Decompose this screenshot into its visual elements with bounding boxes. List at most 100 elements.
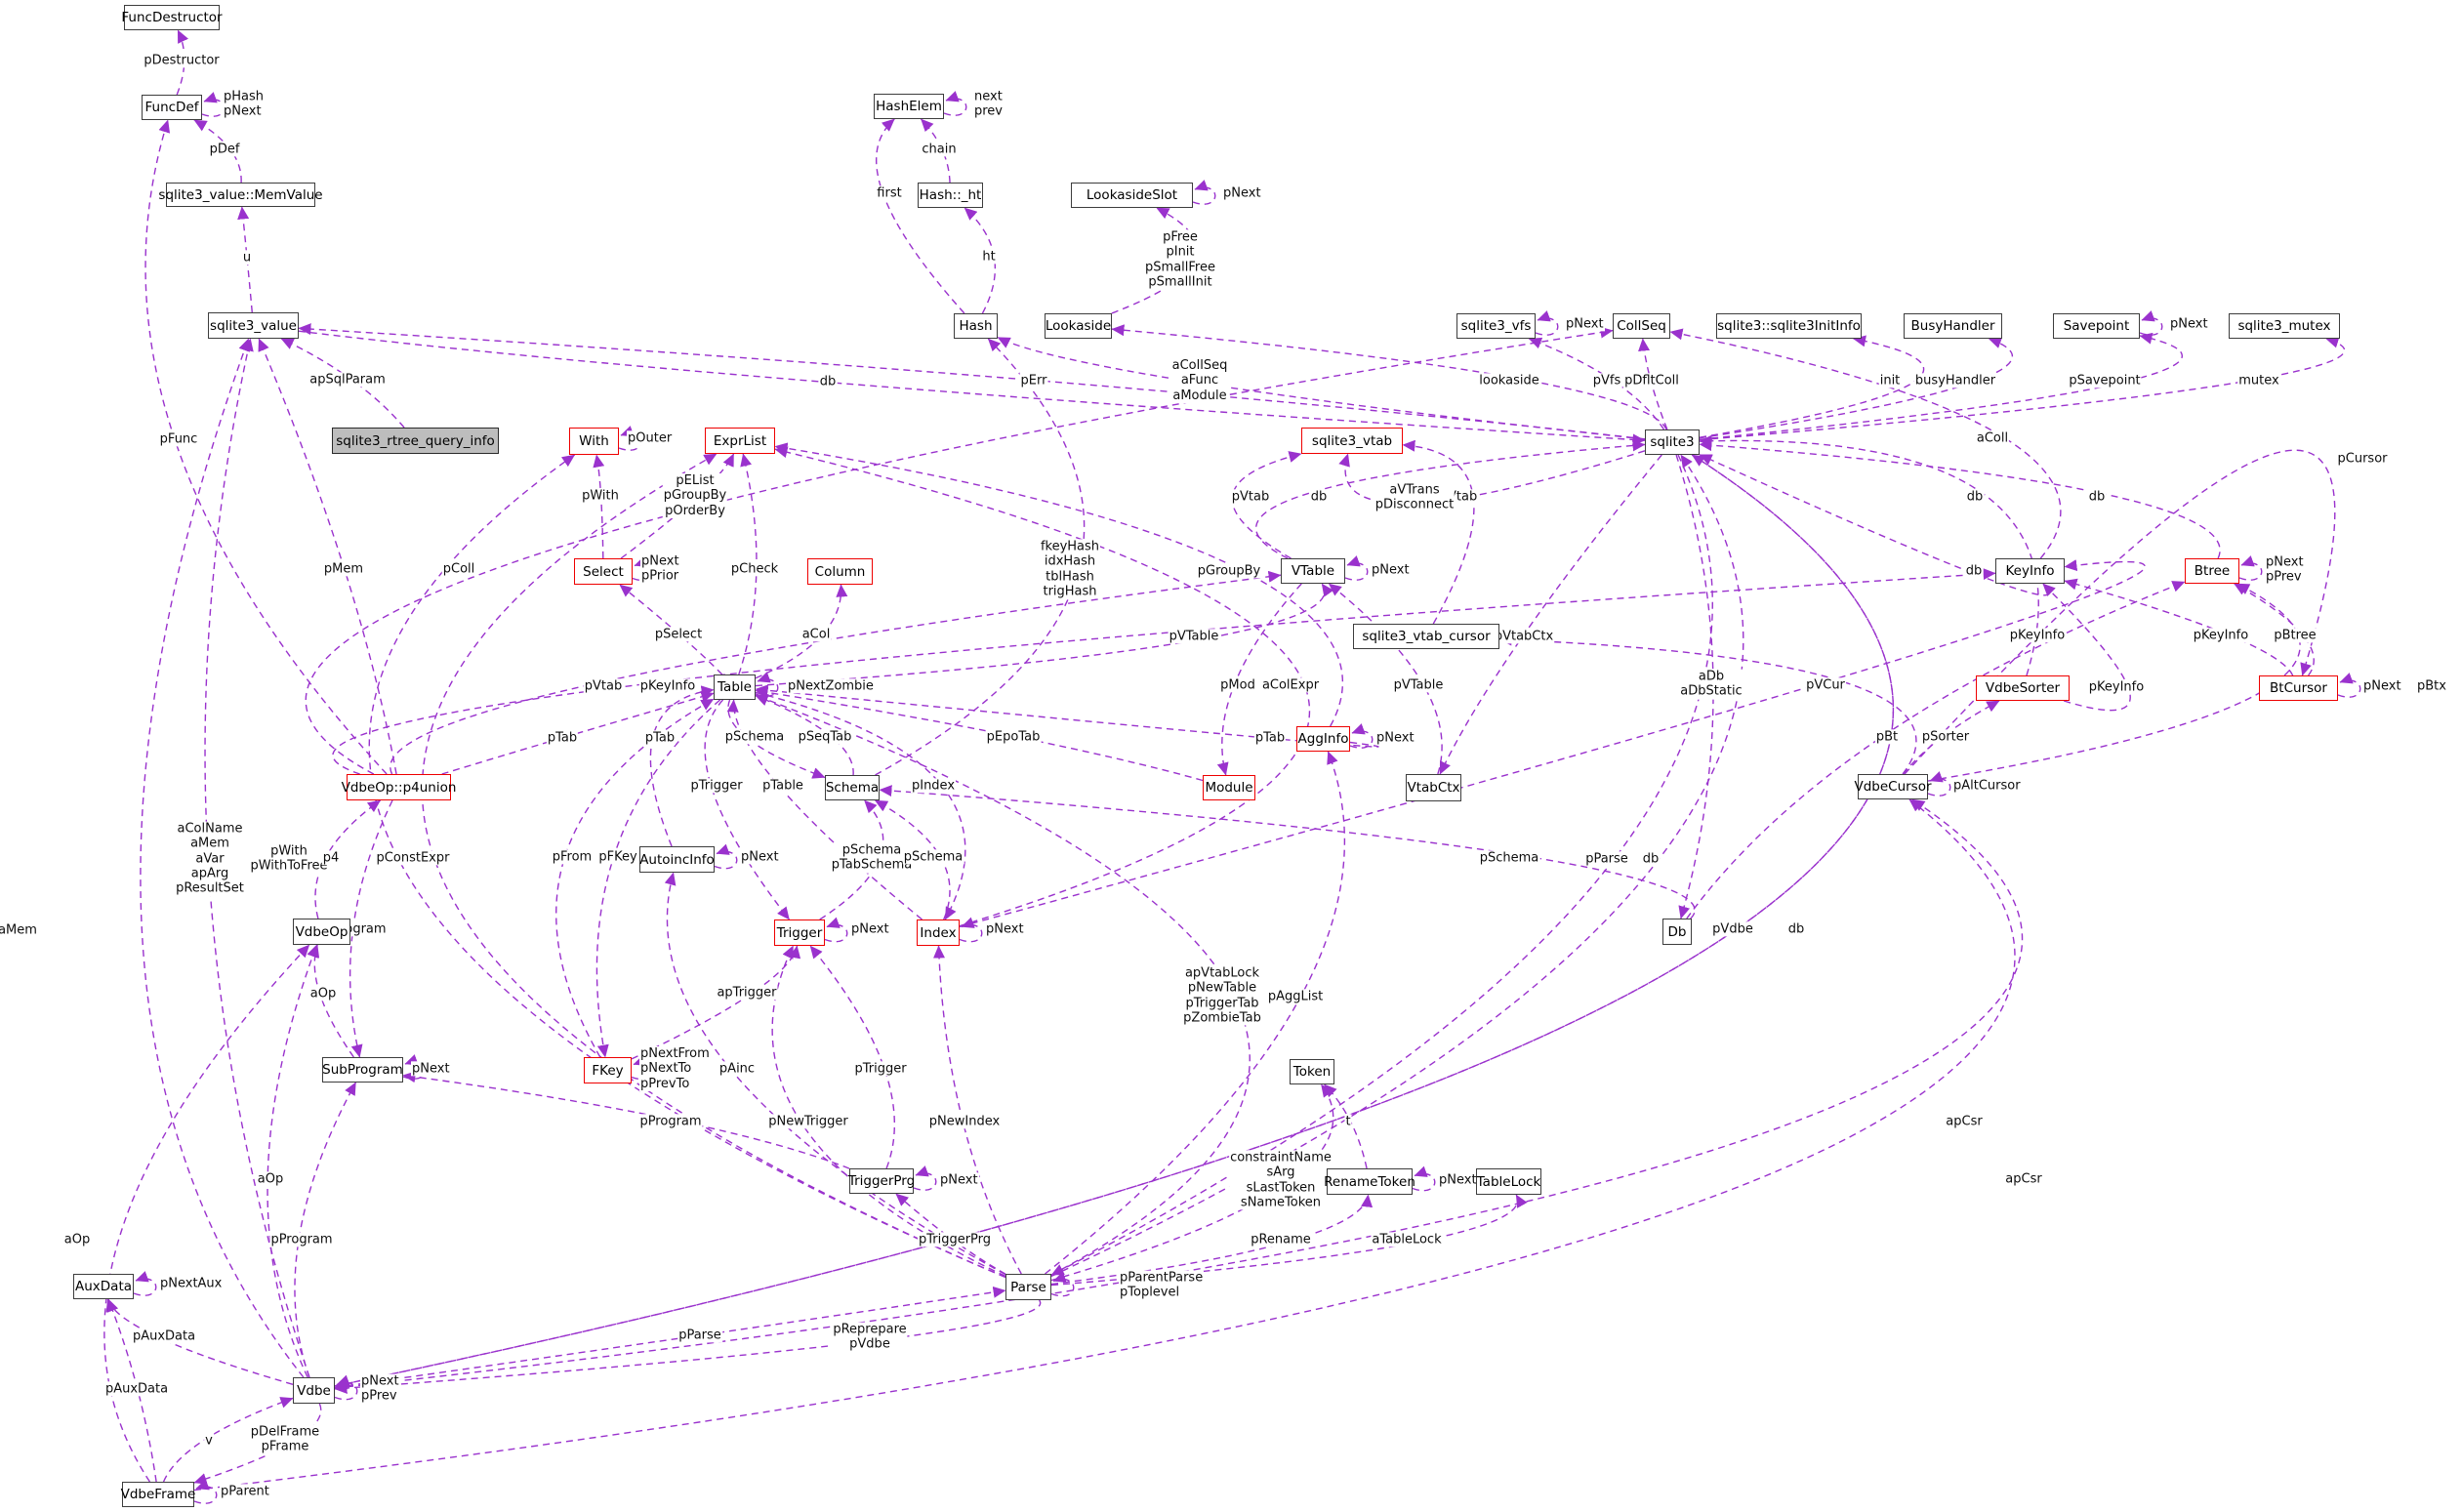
- node-Schema[interactable]: Schema: [825, 775, 880, 800]
- node-Hash[interactable]: Hash: [954, 313, 998, 339]
- edge-AuxData-AuxData: [133, 1271, 157, 1296]
- edge-VTable-vtab: [1231, 451, 1302, 559]
- node-Token[interactable]: Token: [1290, 1059, 1334, 1084]
- node-Db[interactable]: Db: [1662, 919, 1692, 945]
- edge-p4union-Table: [441, 691, 715, 775]
- edge-sqlite3-Lookaside: [1111, 324, 1667, 430]
- node-HashElem[interactable]: HashElem: [874, 94, 944, 119]
- edge-Index-Schema: [874, 799, 951, 920]
- node-sqlite3_value[interactable]: sqlite3_value: [208, 312, 299, 339]
- node-Vdbe[interactable]: Vdbe: [293, 1377, 335, 1404]
- edge-Vdbe-sqlite3_value: [140, 338, 305, 1378]
- edge-Index-ExprList: [774, 446, 1311, 927]
- edge-vtabcur-vtab: [1402, 439, 1475, 625]
- node-mutex[interactable]: sqlite3_mutex: [2229, 313, 2340, 339]
- edge-sqlite3-Db: [1675, 454, 1714, 919]
- node-vtabcur[interactable]: sqlite3_vtab_cursor: [1353, 624, 1499, 649]
- edge-VdbeFrame-AuxData: [106, 1298, 157, 1483]
- node-FuncDef[interactable]: FuncDef: [142, 95, 202, 120]
- node-SubProgram[interactable]: SubProgram: [322, 1057, 403, 1083]
- edge-VdbeFrame-VdbeOp: [103, 944, 310, 1483]
- edge-Vdbe-VdbeCursor: [334, 798, 2024, 1389]
- edge-TriggerPrg-TriggerPrg: [913, 1165, 937, 1191]
- node-MemValue[interactable]: sqlite3_value::MemValue: [158, 183, 323, 207]
- node-VTable[interactable]: VTable: [1281, 558, 1345, 584]
- edge-Table-Select: [619, 584, 723, 675]
- node-AutoincInfo[interactable]: AutoincInfo: [639, 846, 715, 873]
- node-KeyInfo[interactable]: KeyInfo: [1995, 558, 2065, 584]
- edge-Vdbe-sqlite3: [334, 454, 1895, 1387]
- node-VtabCtx[interactable]: VtabCtx: [1406, 774, 1461, 801]
- node-Parse[interactable]: Parse: [1005, 1274, 1051, 1300]
- node-AuxData[interactable]: AuxData: [73, 1274, 134, 1299]
- edge-FKey-Table: [555, 698, 715, 1058]
- edge-Module-Table: [755, 686, 1204, 782]
- node-Index[interactable]: Index: [917, 919, 960, 946]
- edge-AggInfo-Table: [755, 684, 1379, 748]
- node-Trigger[interactable]: Trigger: [774, 919, 825, 946]
- edge-VTable-VTable: [1344, 555, 1369, 581]
- node-Lookaside[interactable]: Lookaside: [1045, 313, 1112, 339]
- node-HashHt[interactable]: Hash::_ht: [918, 183, 983, 208]
- edge-Table-Index: [755, 691, 966, 920]
- node-CollSeq[interactable]: CollSeq: [1613, 313, 1670, 339]
- node-FKey[interactable]: FKey: [584, 1057, 632, 1083]
- edge-Hash-HashElem: [875, 118, 965, 314]
- edge-Parse-Trigger: [771, 945, 1006, 1278]
- edge-KeyInfo-CollSeq: [1669, 328, 2062, 559]
- edge-TriggerPrg-Trigger: [809, 945, 896, 1169]
- edge-Select-Select: [632, 555, 656, 582]
- edge-Table-Table: [755, 672, 779, 697]
- edge-p4union-KeyInfo: [332, 568, 1996, 775]
- node-Savepoint[interactable]: Savepoint: [2053, 313, 2140, 339]
- node-VdbeSorter[interactable]: VdbeSorter: [1976, 675, 2070, 701]
- edge-HashHt-HashElem: [920, 118, 951, 184]
- node-VdbeOp[interactable]: VdbeOp: [293, 919, 350, 945]
- edge-LookasideSlot-LookasideSlot: [1192, 180, 1216, 205]
- node-vfs[interactable]: sqlite3_vfs: [1456, 313, 1536, 339]
- node-BtCursor[interactable]: BtCursor: [2259, 675, 2338, 701]
- edge-TriggerPrg-SubProgram: [402, 1071, 850, 1169]
- node-LookasideSlot[interactable]: LookasideSlot: [1071, 183, 1193, 208]
- edge-Parse-With: [368, 454, 1006, 1279]
- node-rtree[interactable]: sqlite3_rtree_query_info: [332, 428, 499, 454]
- edge-sqlite3-Vdbe: [334, 454, 1895, 1390]
- node-Column[interactable]: Column: [807, 558, 873, 585]
- node-RenameToken[interactable]: RenameToken: [1324, 1168, 1415, 1195]
- node-sqlite3[interactable]: sqlite3: [1645, 429, 1700, 455]
- edge-sqlite3-sqlite3_value: [298, 323, 1646, 440]
- node-Module[interactable]: Module: [1203, 775, 1255, 800]
- node-VdbeCursor[interactable]: VdbeCursor: [1854, 774, 1932, 799]
- edge-p4union-VTable: [390, 570, 1282, 775]
- edge-VdbeCursor-VdbeCursor: [1927, 771, 1951, 797]
- edge-Trigger-Schema: [819, 799, 884, 920]
- node-Table[interactable]: Table: [714, 674, 756, 700]
- edge-RenameToken-Token: [1324, 1083, 1368, 1169]
- edge-sqlite3_value-MemValue: [237, 206, 253, 313]
- edge-Table-ExprList: [738, 453, 758, 675]
- node-TriggerPrg[interactable]: TriggerPrg: [848, 1168, 915, 1194]
- node-vtab[interactable]: sqlite3_vtab: [1301, 428, 1403, 454]
- edge-Table-FKey: [595, 699, 721, 1058]
- node-Select[interactable]: Select: [574, 558, 633, 585]
- edge-VdbeOp-p4union: [314, 799, 381, 919]
- edge-With-With: [618, 426, 642, 451]
- node-Btree[interactable]: Btree: [2185, 558, 2239, 584]
- edge-Parse-ExprList: [421, 453, 1006, 1279]
- edge-Parse-Parse: [1050, 1271, 1075, 1297]
- node-ExprList[interactable]: ExprList: [705, 428, 775, 454]
- node-TableLock[interactable]: TableLock: [1476, 1168, 1541, 1195]
- node-FuncDestructor[interactable]: FuncDestructor: [121, 5, 223, 30]
- edge-sqlite3_value-sqlite3: [298, 330, 1646, 446]
- edge-VtabCtx-VTable: [1328, 583, 1443, 775]
- edge-Select-ExprList: [620, 453, 735, 559]
- node-BusyHandler[interactable]: BusyHandler: [1904, 313, 2002, 339]
- edge-Table-Column: [755, 584, 848, 679]
- edge-Vdbe-Parse: [334, 1286, 1006, 1389]
- node-p4union[interactable]: VdbeOp::p4union: [342, 774, 456, 800]
- node-VdbeFrame[interactable]: VdbeFrame: [121, 1482, 195, 1507]
- node-InitInfo[interactable]: sqlite3::sqlite3InitInfo: [1716, 313, 1862, 339]
- node-AggInfo[interactable]: AggInfo: [1296, 726, 1350, 752]
- node-With[interactable]: With: [569, 428, 619, 455]
